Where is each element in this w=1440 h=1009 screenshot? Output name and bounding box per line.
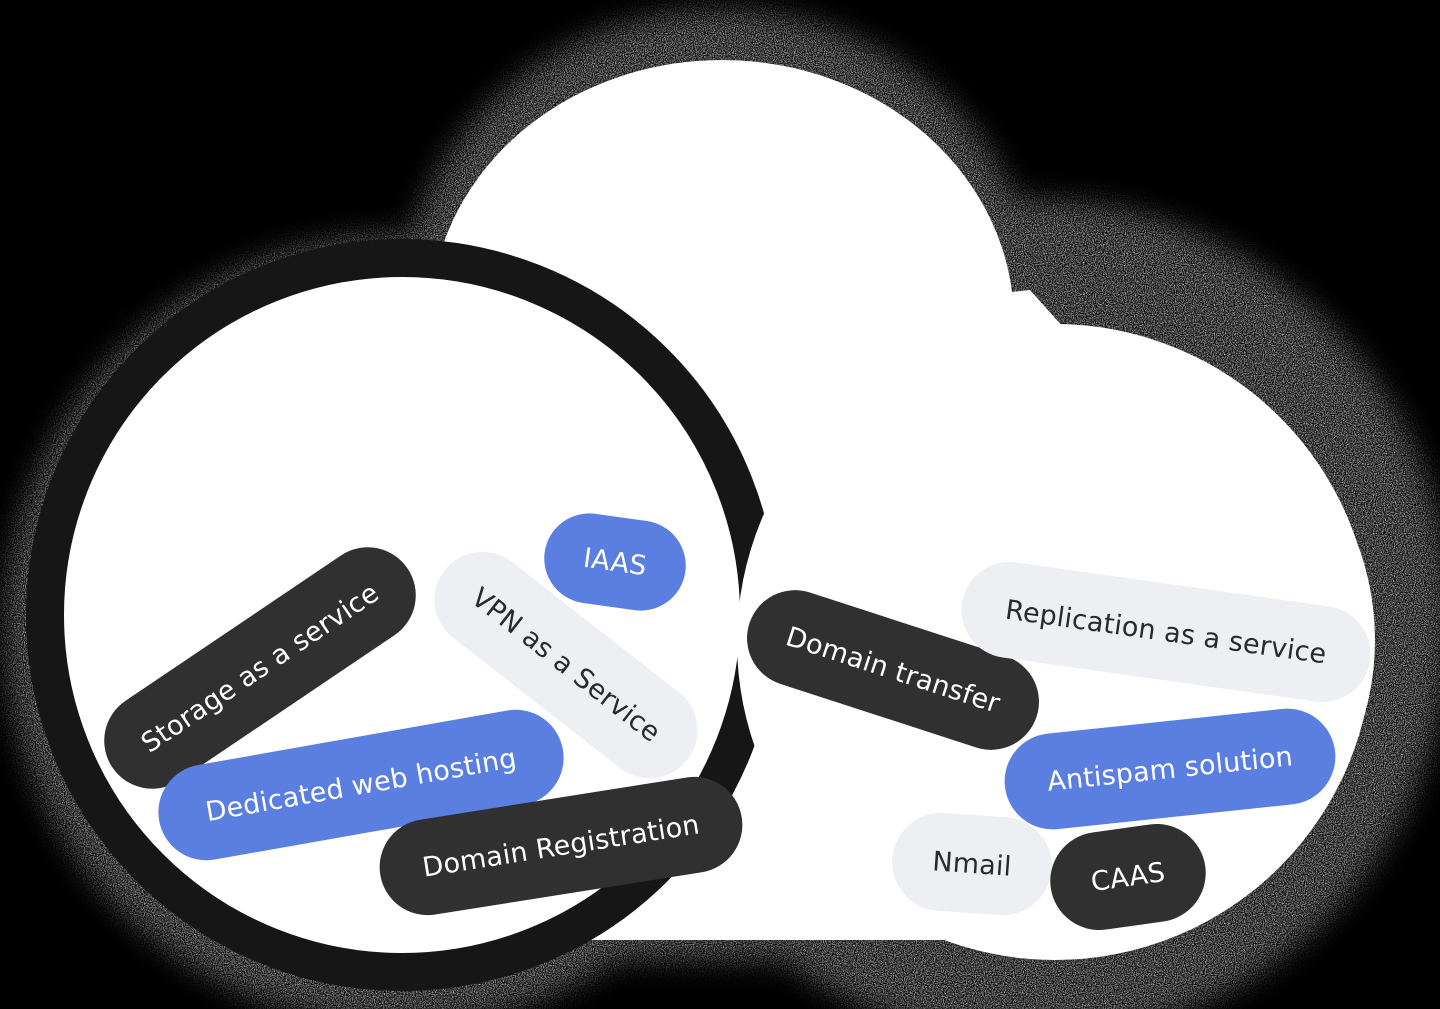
tag-caas-label: CAAS bbox=[1088, 856, 1168, 898]
tag-iaas-label: IAAS bbox=[581, 542, 649, 582]
tag-antispam-label: Antispam solution bbox=[1045, 740, 1295, 798]
tag-domain-registration-label: Domain Registration bbox=[420, 808, 702, 884]
tag-nmail[interactable]: Nmail bbox=[888, 809, 1056, 919]
tag-nmail-label: Nmail bbox=[931, 845, 1013, 883]
tag-replication-label: Replication as a service bbox=[1003, 594, 1329, 670]
